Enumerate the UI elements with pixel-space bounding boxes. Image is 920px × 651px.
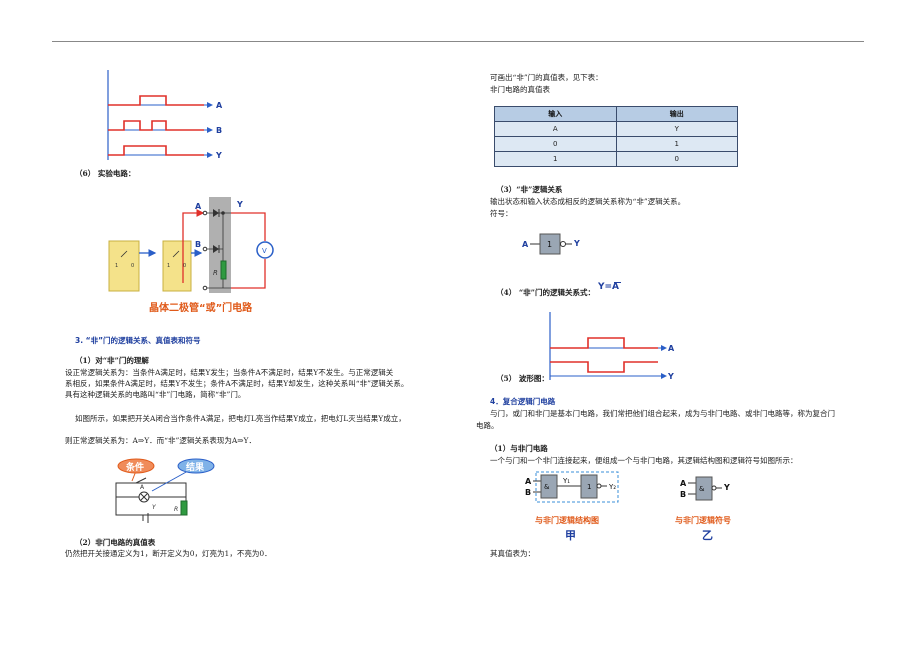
svg-text:Y: Y	[723, 483, 730, 492]
section4-heading: 4．复合逻辑门电路	[490, 397, 556, 406]
table-cell: 1	[494, 151, 617, 167]
sec4-line2: 电路。	[476, 421, 499, 430]
intro-line1: 可画出“非”门的真值表，见下表：	[490, 73, 603, 82]
svg-text:A: A	[195, 202, 202, 211]
caption-structure: 与非门逻辑结构图	[535, 516, 599, 525]
svg-text:0: 0	[131, 263, 134, 269]
svg-text:Y: Y	[573, 239, 580, 248]
or-gate-waveform: A B Y	[107, 70, 223, 160]
table-cell: A	[494, 121, 617, 137]
table-cell: 0	[615, 151, 738, 167]
para1-line3: 具有这种逻辑关系的电路叫“非”门电路，简称“非”门。	[65, 390, 246, 399]
sub2-heading: （2）非门电路的真值表	[75, 538, 156, 547]
table-cell: 1	[615, 136, 738, 152]
circuit-caption: 晶体二极管“或”门电路	[149, 303, 253, 314]
svg-text:A: A	[525, 477, 532, 486]
svg-text:Y: Y	[667, 372, 674, 381]
svg-text:B: B	[195, 240, 201, 249]
para3: 仍然把开关接通定义为1，断开定义为0，灯亮为1，不亮为0．	[65, 549, 272, 558]
not-gate-switch-illustration: A Y R	[115, 458, 215, 523]
nand-structure-diagram: & 1 A B Y₁ Y₂	[525, 471, 619, 503]
truth-table-header-row: 输入 输出	[494, 106, 738, 122]
section3-heading: 3. “非”门的逻辑关系、真值表和符号	[75, 336, 201, 345]
label-jia: 甲	[565, 529, 576, 542]
or-gate-circuit: V A B Y R 1 0 1 0	[108, 197, 274, 293]
para1-line1: 设正常逻辑关系为：当条件A满足时，结果Y发生；当条件A不满足时，结果Y不发生。与…	[65, 368, 394, 377]
intro-line2: 非门电路的真值表	[490, 85, 550, 94]
nand-text: 一个与门和一个非门连接起来，便组成一个与非门电路，其逻辑结构图和逻辑符号如图所示…	[490, 456, 798, 465]
svg-text:A: A	[668, 344, 675, 353]
svg-text:A: A	[140, 484, 145, 491]
formula-overbar	[614, 282, 621, 283]
bubble-result: 结果	[186, 463, 205, 473]
sub3-text: 输出状态和输入状态成相反的逻辑关系称为“非”逻辑关系。	[490, 197, 686, 206]
caption-symbol: 与非门逻辑符号	[675, 516, 731, 525]
para1-line2: 系相反，如果条件A满足时，结果Y不发生；条件A不满足时，结果Y却发生，这种关系叫…	[65, 379, 409, 388]
wave-label-b: B	[216, 126, 222, 135]
sub4-heading: （4） “非”门的逻辑关系式：	[496, 288, 595, 297]
not-gate-waveform: A Y	[549, 312, 675, 381]
page-top-rule	[52, 41, 864, 42]
table-row: 1 0	[494, 151, 738, 167]
svg-text:1: 1	[587, 483, 591, 491]
svg-text:A: A	[522, 240, 529, 249]
nand-symbol-diagram: & A B Y	[680, 476, 730, 501]
table-row: A Y	[494, 121, 738, 137]
svg-text:1: 1	[547, 240, 552, 249]
svg-text:B: B	[525, 488, 531, 497]
bubble-condition: 条件	[126, 463, 145, 473]
symbol-label: 符号：	[490, 209, 513, 218]
para2-line1: 如图所示，如果把开关A闭合当作条件A满足，把电灯L亮当作结果Y成立，把电灯L灭当…	[75, 414, 406, 423]
svg-text:R: R	[174, 506, 178, 513]
svg-text:1: 1	[115, 263, 118, 269]
truth-table-header-input: 输入	[494, 106, 617, 122]
truth-value-label: 其真值表为：	[490, 549, 535, 558]
svg-text:&: &	[699, 485, 705, 493]
svg-text:Y₂: Y₂	[608, 483, 616, 491]
truth-table: 输入 输出 A Y 0 1 1 0	[494, 106, 738, 167]
svg-text:R: R	[213, 269, 218, 277]
svg-text:A: A	[680, 479, 687, 488]
svg-text:&: &	[544, 483, 550, 491]
svg-text:Y₁: Y₁	[562, 477, 570, 485]
wave-label-a: A	[216, 101, 223, 110]
svg-text:Y: Y	[152, 504, 157, 511]
not-formula: Y=A	[598, 282, 620, 292]
table-row: 0 1	[494, 136, 738, 152]
svg-text:0: 0	[183, 263, 186, 269]
not-gate-symbol: A 1 Y	[522, 233, 580, 255]
wave-label-y: Y	[215, 151, 222, 160]
label-yi: 乙	[702, 529, 713, 542]
nand-heading: （1）与非门电路	[490, 444, 548, 453]
truth-table-header-output: 输出	[615, 106, 738, 122]
svg-text:1: 1	[167, 263, 170, 269]
table-cell: 0	[494, 136, 617, 152]
svg-text:Y: Y	[236, 200, 243, 209]
sub1-heading: （1）对“非”门的理解	[75, 356, 149, 365]
svg-text:B: B	[680, 490, 686, 499]
para2-line2: 则正常逻辑关系为：A⇒Y．而“非”逻辑关系表现为A⇒Y．	[65, 436, 256, 445]
sec6-label: （6） 实验电路：	[75, 169, 136, 178]
svg-text:V: V	[262, 247, 267, 255]
sub3-heading: （3）“非”逻辑关系	[496, 185, 563, 194]
sub5-heading: （5） 波形图：	[496, 374, 549, 383]
sec4-line1: 与门，或门和非门是基本门电路，我们常把他们组合起来，成为与非门电路、或非门电路等…	[490, 409, 835, 418]
table-cell: Y	[615, 121, 738, 137]
